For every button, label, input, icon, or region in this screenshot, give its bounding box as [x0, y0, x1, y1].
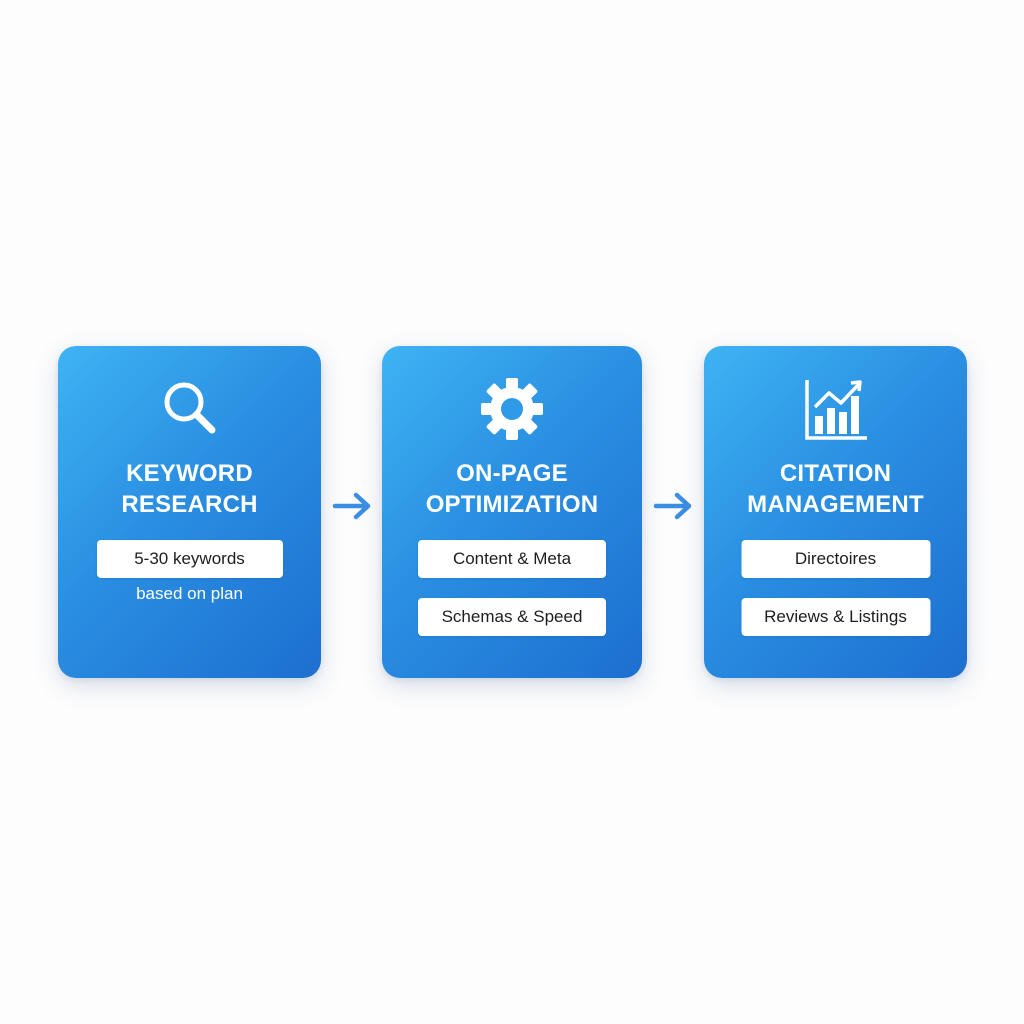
step-title-line1: CITATION: [779, 460, 892, 487]
directories-badge: Directoires: [741, 540, 930, 578]
step-card-keyword-research: KEYWORD RESEARCH 5-30 keywords based on …: [58, 346, 321, 678]
step-title-line1: KEYWORD: [126, 460, 253, 487]
arrow-right-icon: [652, 490, 694, 522]
step-card-citation-management: CITATION MANAGEMENT Directoires Reviews …: [704, 346, 967, 678]
step-title-line2: MANAGEMENT: [747, 491, 924, 518]
keyword-count-badge: 5-30 keywords: [96, 540, 283, 578]
step-title-line2: RESEARCH: [121, 491, 258, 518]
gear-icon: [477, 374, 547, 444]
keyword-count-note: based on plan: [136, 584, 243, 603]
content-meta-badge: Content & Meta: [418, 540, 606, 578]
magnifying-glass-icon: [155, 374, 225, 444]
bar-chart-trend-icon: [801, 374, 871, 444]
step-title-line2: OPTIMIZATION: [425, 491, 599, 518]
step-title: CITATION MANAGEMENT: [704, 458, 967, 520]
schemas-speed-badge: Schemas & Speed: [418, 598, 606, 636]
step-title-line1: ON-PAGE: [456, 460, 568, 487]
arrow-right-icon: [331, 490, 373, 522]
step-title: ON-PAGE OPTIMIZATION: [382, 458, 642, 520]
step-title: KEYWORD RESEARCH: [58, 458, 321, 520]
step-card-on-page-optimization: ON-PAGE OPTIMIZATION Content & Meta Sche…: [382, 346, 642, 678]
reviews-listings-badge: Reviews & Listings: [741, 598, 930, 636]
